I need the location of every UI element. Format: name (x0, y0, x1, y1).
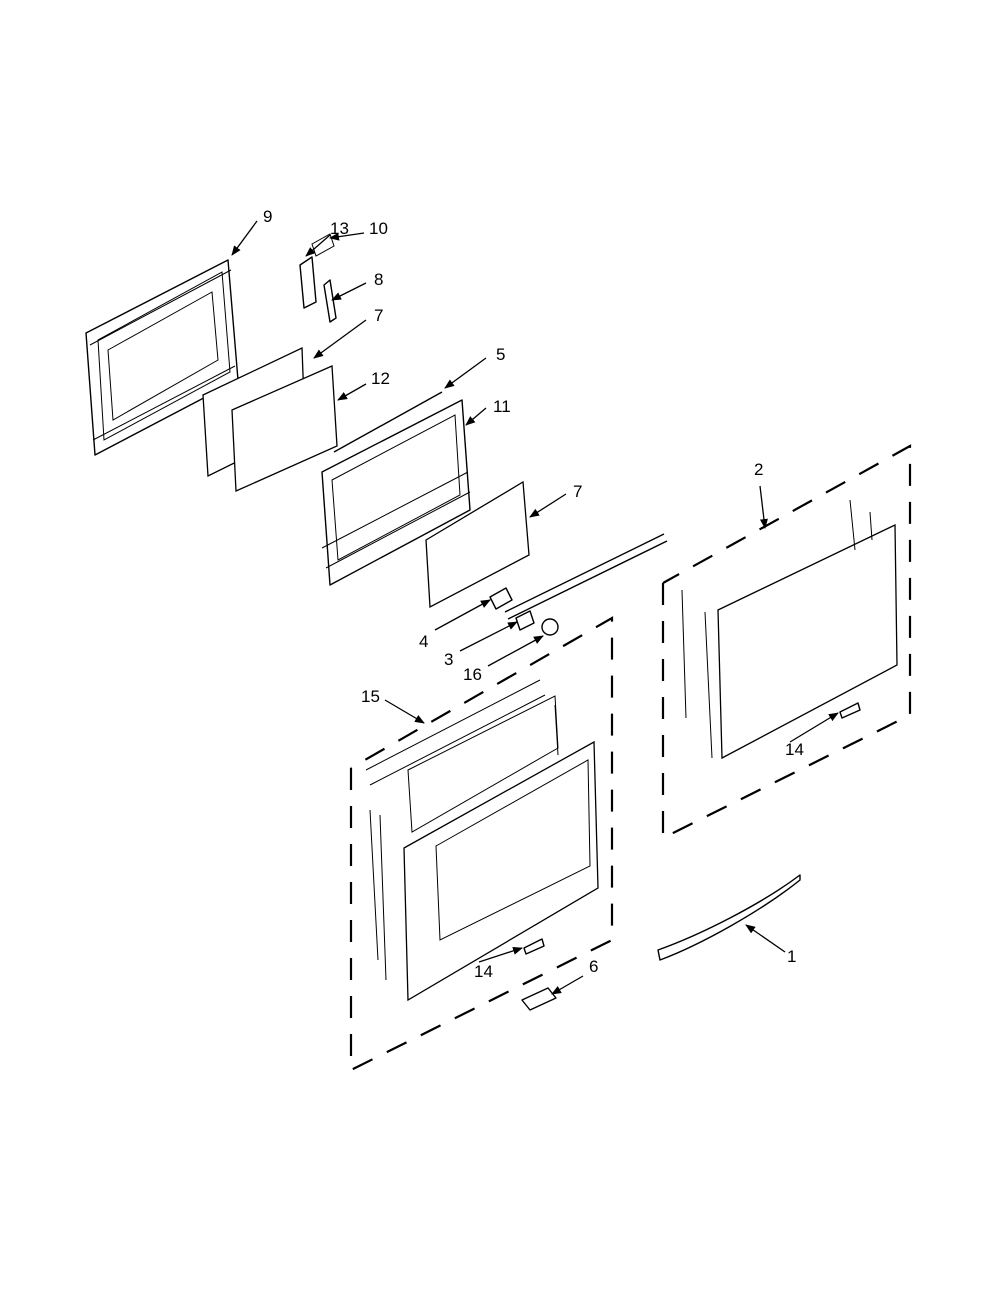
badge-lower (523, 938, 545, 955)
hinge-bracket (299, 233, 335, 309)
callout-7-lower: 7 (573, 482, 582, 501)
callout-1: 1 (787, 947, 796, 966)
door-liner (321, 399, 471, 586)
callout-2: 2 (754, 460, 763, 479)
callout-4: 4 (419, 632, 428, 651)
leader-lines (231, 220, 839, 995)
window-glass-lower (425, 480, 530, 609)
callout-16: 16 (463, 665, 482, 684)
handle-rod (504, 533, 668, 620)
callout-10: 10 (369, 219, 388, 238)
handle-mount-4 (489, 587, 513, 610)
callout-14-lower: 14 (474, 962, 493, 981)
handle-end-cap (521, 987, 557, 1011)
callout-12: 12 (371, 369, 390, 388)
callout-6: 6 (589, 957, 598, 976)
callout-5: 5 (496, 345, 505, 364)
outer-door-assembly-2 (661, 444, 912, 840)
callout-13: 13 (330, 219, 349, 238)
callout-11: 11 (493, 397, 511, 416)
knob (541, 618, 559, 636)
outer-door-assembly-lower (349, 616, 614, 1072)
door-rod (333, 391, 443, 453)
badge-upper (839, 702, 861, 719)
callout-labels: 9 13 10 8 7 5 12 11 7 2 4 3 16 15 14 14 … (263, 207, 804, 981)
handle-mount-3 (515, 610, 535, 631)
callout-14-upper: 14 (785, 740, 804, 759)
callout-8: 8 (374, 270, 383, 289)
callout-15: 15 (361, 687, 380, 706)
door-handle (657, 874, 801, 961)
callout-7-upper: 7 (374, 306, 383, 325)
callout-9: 9 (263, 207, 272, 226)
callout-3: 3 (444, 650, 453, 669)
window-glass-middle (231, 365, 338, 492)
hinge-link (323, 279, 337, 323)
